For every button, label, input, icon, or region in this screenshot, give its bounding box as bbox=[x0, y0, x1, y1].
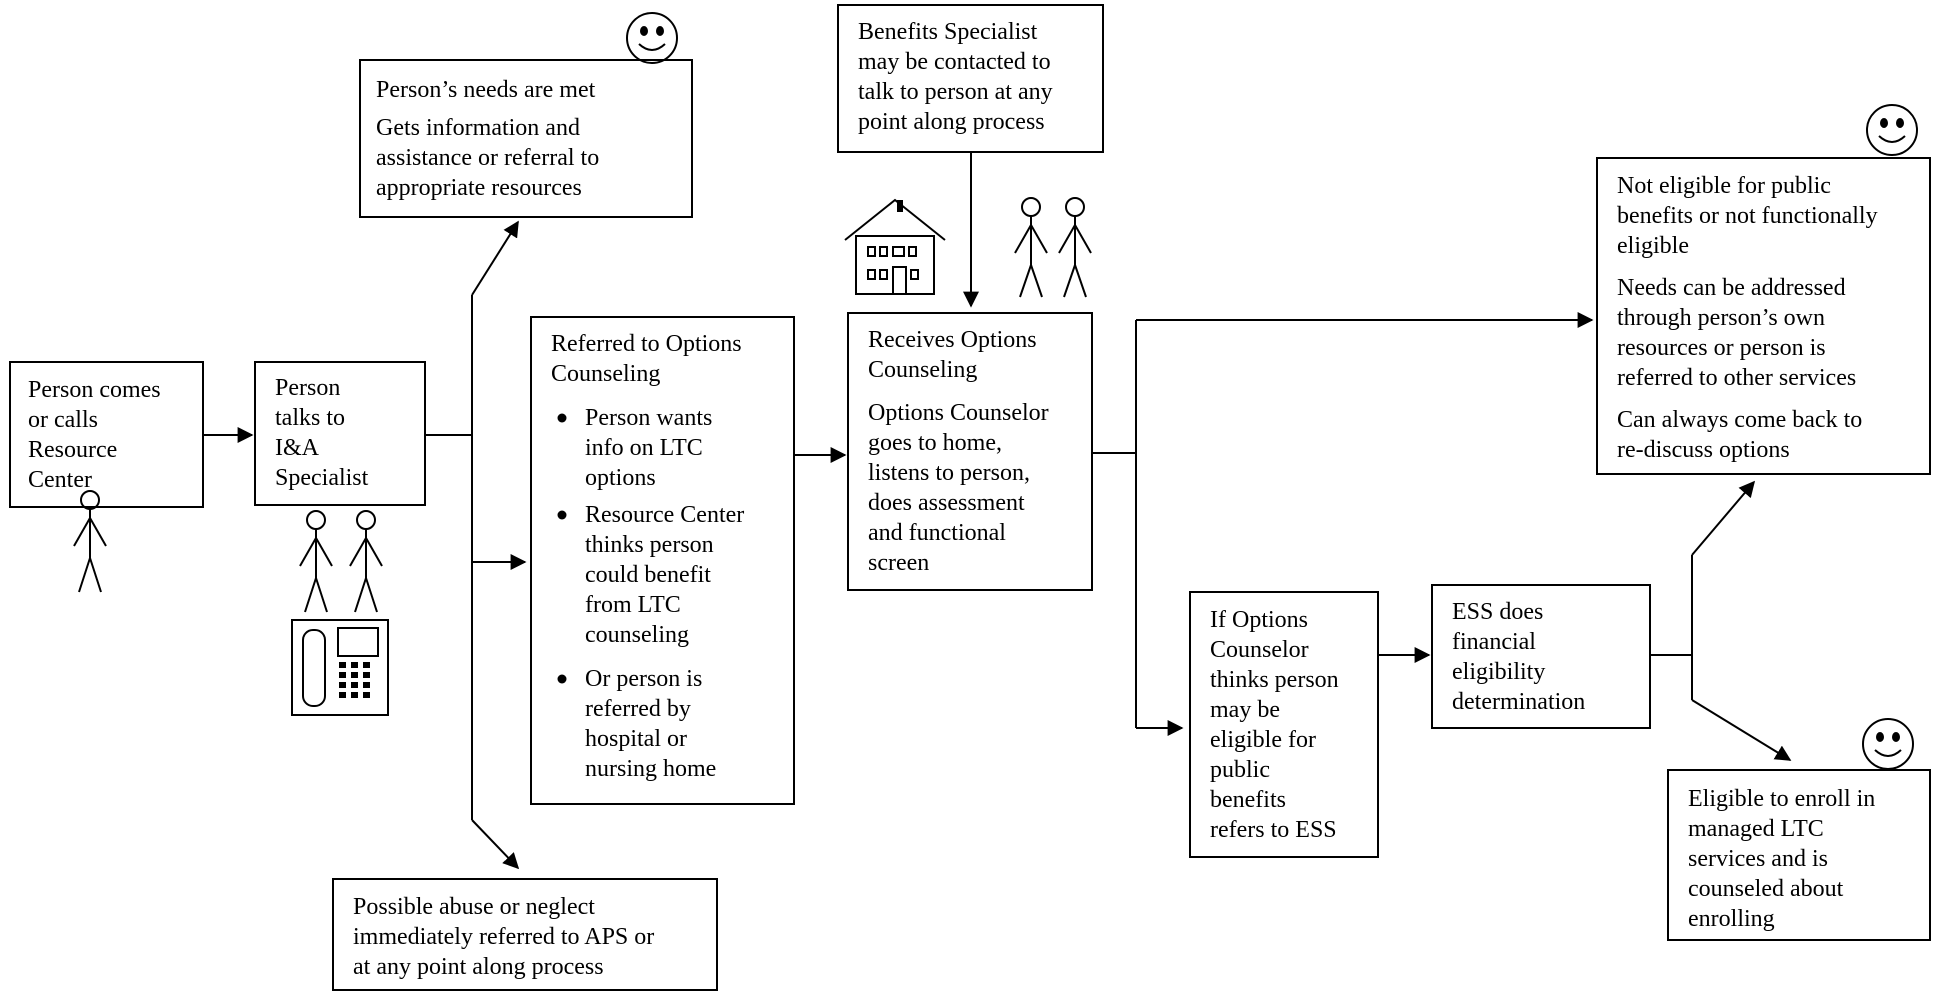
needs-met-box: Person’s needs are met Gets information … bbox=[359, 59, 693, 218]
ess-box: ESS does financial eligibility determina… bbox=[1431, 584, 1651, 729]
needs-met-text: Gets information and assistance or refer… bbox=[376, 115, 605, 201]
referred-bullet-1: Person wants info on LTC options bbox=[585, 405, 718, 491]
referred-box: Referred to Options Counseling Person wa… bbox=[530, 316, 795, 805]
receives-title: Receives Options Counseling bbox=[868, 327, 1043, 383]
receives-text: Options Counselor goes to home, listens … bbox=[868, 400, 1055, 576]
receives-box: Receives Options Counseling Options Coun… bbox=[847, 312, 1093, 591]
referred-bullet-3: Or person is referred by hospital or nur… bbox=[585, 666, 716, 782]
arrow-to-not-eligible-from-ess bbox=[1691, 480, 1756, 556]
house-icon bbox=[844, 198, 946, 295]
person-icon bbox=[299, 510, 333, 613]
referred-bullet-2: Resource Center thinks person could bene… bbox=[585, 502, 750, 648]
benefits-specialist-text: Benefits Specialist may be contacted to … bbox=[858, 19, 1059, 135]
telephone-icon bbox=[291, 619, 389, 716]
connectors bbox=[203, 152, 1792, 870]
eligible-box: Eligible to enroll in managed LTC servic… bbox=[1667, 769, 1931, 941]
arrow-to-abuse bbox=[471, 819, 520, 870]
arrow-to-needs-met bbox=[471, 220, 519, 296]
bullet-dot bbox=[557, 674, 567, 684]
person-icon bbox=[1058, 197, 1092, 298]
abuse-text: Possible abuse or neglect immediately re… bbox=[353, 894, 660, 980]
not-eligible-box: Not eligible for public benefits or not … bbox=[1596, 157, 1931, 475]
person-icon bbox=[1014, 197, 1048, 298]
if-options-text: If Options Counselor thinks person may b… bbox=[1210, 607, 1345, 843]
ess-text: ESS does financial eligibility determina… bbox=[1452, 599, 1585, 715]
referred-title: Referred to Options Counseling bbox=[551, 331, 748, 387]
if-options-box: If Options Counselor thinks person may b… bbox=[1189, 591, 1379, 858]
needs-met-title: Person’s needs are met bbox=[376, 77, 596, 103]
benefits-specialist-box: Benefits Specialist may be contacted to … bbox=[837, 4, 1104, 153]
smiley-face-icon bbox=[1866, 104, 1918, 156]
ia-specialist-text: Person talks to I&A Specialist bbox=[275, 375, 369, 491]
bullet-dot bbox=[557, 510, 567, 520]
eligible-text: Eligible to enroll in managed LTC servic… bbox=[1688, 786, 1881, 932]
person-icon bbox=[349, 510, 383, 613]
not-eligible-para-1: Not eligible for public benefits or not … bbox=[1617, 173, 1884, 259]
person-icon bbox=[73, 490, 107, 593]
start-box-text: Person comes or calls Resource Center bbox=[28, 377, 167, 493]
arrow-to-eligible bbox=[1691, 699, 1792, 761]
smiley-face-icon bbox=[1862, 718, 1914, 770]
not-eligible-para-3: Can always come back to re-discuss optio… bbox=[1617, 407, 1868, 463]
not-eligible-para-2: Needs can be addressed through person’s … bbox=[1617, 275, 1856, 391]
smiley-face-icon bbox=[626, 12, 678, 64]
bullet-dot bbox=[557, 413, 567, 423]
abuse-box: Possible abuse or neglect immediately re… bbox=[332, 878, 718, 991]
start-box: Person comes or calls Resource Center bbox=[9, 361, 204, 508]
ia-specialist-box: Person talks to I&A Specialist bbox=[254, 361, 426, 506]
